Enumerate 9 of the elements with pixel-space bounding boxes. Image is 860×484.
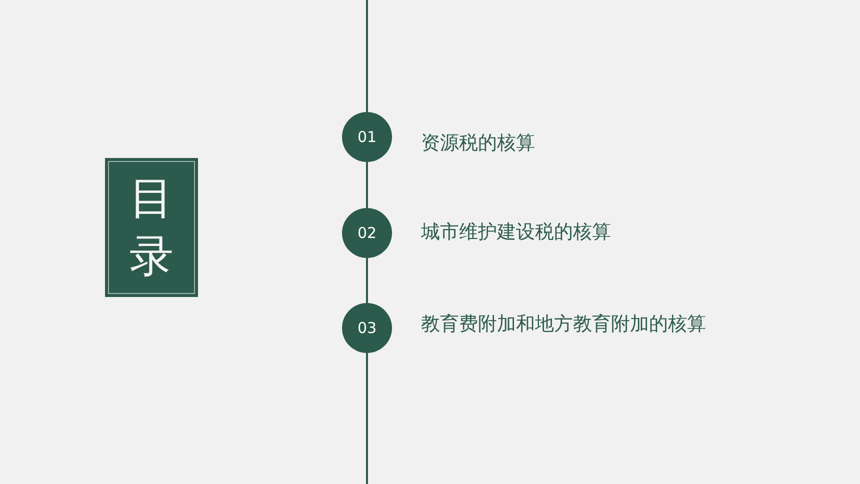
connector-line [366, 258, 368, 303]
connector-line [366, 162, 368, 208]
title-box: 目录 [105, 158, 198, 297]
section-title: 城市维护建设税的核算 [421, 220, 611, 245]
section-title: 资源税的核算 [421, 131, 535, 156]
number-circle: 03 [342, 303, 392, 353]
section-title: 教育费附加和地方教育附加的核算 [421, 312, 706, 337]
number-circle: 02 [342, 208, 392, 258]
number-circle: 01 [342, 112, 392, 162]
